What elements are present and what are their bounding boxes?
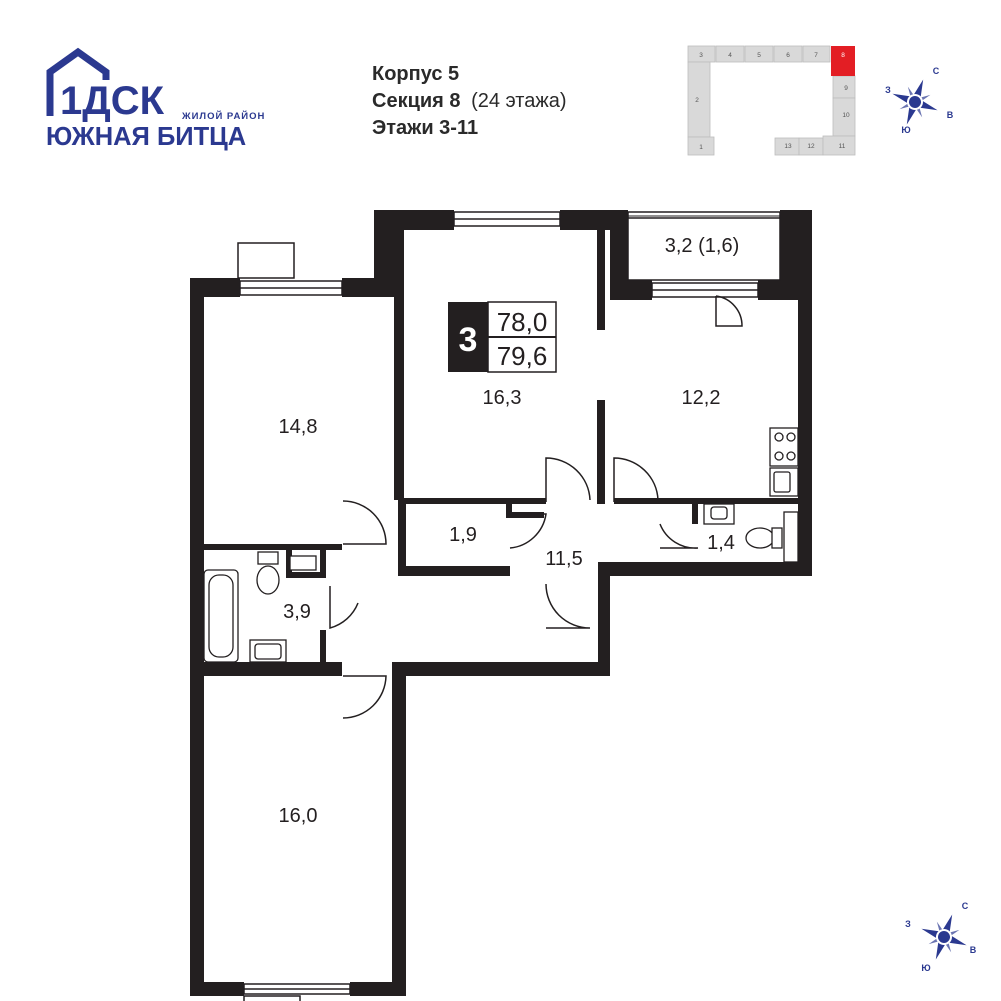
key-plan-label: 4 [728, 52, 732, 59]
compass-north: С [962, 901, 969, 911]
compass-east: В [970, 945, 977, 955]
logo-district-label: ЖИЛОЙ РАЙОН [181, 110, 265, 122]
door [613, 457, 659, 502]
boiler-icon [783, 511, 799, 563]
balcony [627, 211, 781, 281]
toilet-icon [745, 527, 775, 549]
room-areas: 14,8 16,3 3,2 (1,6) 12,2 1,9 11,5 1,4 3,… [279, 235, 740, 827]
key-plan-label: 2 [695, 97, 699, 104]
key-plan-label: 6 [786, 52, 790, 59]
door [659, 523, 699, 549]
door [506, 513, 547, 549]
door [342, 675, 387, 719]
area-bathroom: 3,9 [283, 601, 311, 623]
key-plan-label: 12 [807, 143, 815, 150]
door [545, 583, 591, 629]
compass-bottom-labels: С В Ю З [905, 901, 977, 973]
area-kitchen: 12,2 [682, 387, 721, 409]
key-plan-section [687, 136, 715, 156]
door [545, 457, 591, 502]
shaft [289, 555, 317, 571]
compass-west: З [905, 919, 911, 929]
logo-district-name: ЮЖНАЯ БИТЦА [46, 123, 246, 151]
section-label: Секция 8 [372, 90, 461, 112]
interior-walls [204, 226, 798, 676]
korpus-label: Корпус 5 [372, 63, 459, 85]
logo-house-icon [46, 47, 110, 116]
key-plan: 3 4 5 6 7 8 2 1 9 10 11 12 13 [687, 45, 856, 156]
total-area-with-balcony: 79,6 [497, 341, 548, 371]
logo: 1ДСК ЖИЛОЙ РАЙОН ЮЖНАЯ БИТЦА [46, 47, 265, 151]
key-plan-label: 11 [839, 143, 846, 150]
key-plan-label: 10 [842, 112, 850, 119]
key-plan-label: 1 [699, 144, 703, 151]
compass-north: С [933, 66, 940, 76]
door [342, 500, 387, 545]
compass-top-labels: С В Ю З [885, 66, 954, 135]
door [329, 586, 359, 629]
key-plan-section [744, 45, 774, 63]
floors-label: Этажи 3-11 [372, 117, 478, 139]
key-plan-section [802, 45, 831, 63]
ac-ledges [237, 242, 301, 1001]
section-line: Секция 8 (24 этажа) [372, 90, 567, 112]
compass-needle-icon [928, 929, 960, 945]
key-plan-section [715, 45, 745, 63]
key-plan-label: 13 [784, 143, 792, 150]
apartment-badge: 3 78,0 79,6 [448, 301, 557, 373]
area-bedroom-top: 14,8 [279, 416, 318, 438]
area-balcony: 3,2 (1,6) [665, 235, 739, 257]
room-count: 3 [459, 321, 478, 359]
area-hall: 11,5 [545, 548, 582, 570]
key-plan-label: 7 [814, 52, 818, 59]
area-living-room: 16,3 [483, 387, 522, 409]
key-plan-label: 3 [699, 52, 703, 59]
key-plan-section [687, 61, 711, 138]
door [715, 295, 743, 327]
compass-south: Ю [921, 963, 930, 973]
key-plan-label: 9 [844, 85, 848, 92]
key-plan-section [773, 45, 803, 63]
compass-west: З [885, 85, 891, 95]
compass-needle-icon [899, 94, 931, 110]
compass-top [892, 79, 938, 125]
section-floors: (24 этажа) [471, 90, 566, 112]
key-plan-section-highlighted [831, 46, 855, 76]
key-plan-label: 5 [757, 52, 761, 59]
logo-brand: 1ДСК [60, 79, 165, 123]
windows [239, 211, 759, 995]
area-storage: 1,9 [449, 524, 477, 546]
compass-south: Ю [901, 125, 910, 135]
area-toilet: 1,4 [707, 532, 735, 554]
key-plan-label-highlighted: 8 [841, 52, 845, 59]
fixtures [203, 427, 799, 663]
compass-bottom [921, 914, 967, 960]
doors [329, 295, 743, 719]
key-plan-section [822, 135, 856, 156]
area-bedroom-bottom: 16,0 [279, 805, 318, 827]
compass-east: В [947, 110, 954, 120]
exterior-walls [190, 210, 812, 996]
toilet-icon [256, 565, 280, 595]
total-area: 78,0 [497, 307, 548, 337]
